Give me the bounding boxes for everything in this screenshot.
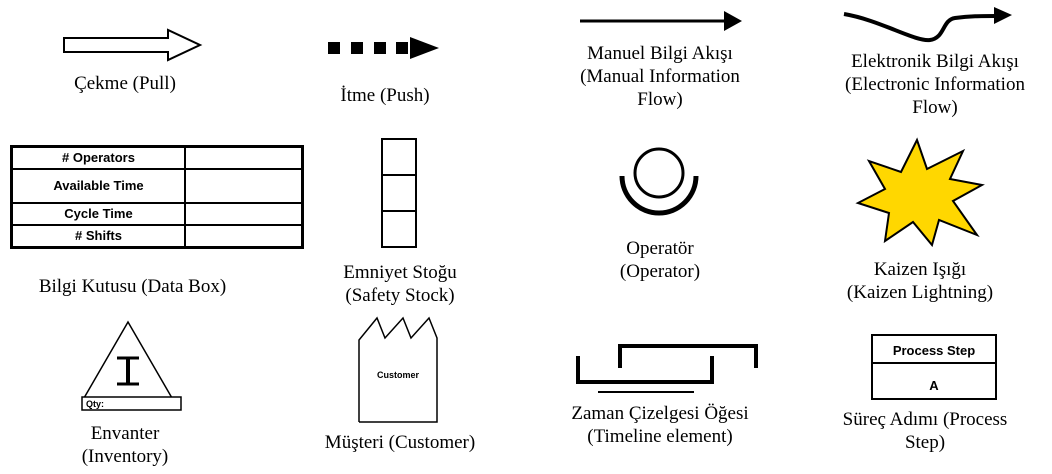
process-step-icon: Process Step A: [871, 334, 997, 400]
manual-flow-caption: Manuel Bilgi Akışı (Manual Information F…: [580, 43, 740, 110]
inventory-qty-label: Qty:: [86, 399, 104, 409]
operator-caption: Operatör (Operator): [619, 238, 701, 282]
customer-icon: Customer: [358, 316, 438, 423]
timeline-icon: [576, 344, 758, 393]
electronic-flow-arrow-icon: [843, 7, 1012, 43]
customer-label: Customer: [377, 370, 420, 380]
data-box-label: # Operators: [10, 145, 186, 170]
process-step-caption: Süreç Adımı (Process Step): [842, 409, 1008, 453]
data-box-label: # Shifts: [10, 224, 186, 249]
pull-arrow-icon: [63, 28, 203, 62]
customer-caption: Müşteri (Customer): [324, 432, 476, 453]
inventory-icon: Qty:: [81, 320, 182, 411]
manual-flow-arrow-icon: [580, 11, 742, 31]
kaizen-burst-icon: [855, 137, 985, 247]
data-box-value: [184, 168, 304, 204]
process-step-letter: A: [929, 378, 939, 393]
safety-stock-caption: Emniyet Stoğu (Safety Stock): [343, 262, 457, 306]
data-box-value: [184, 145, 304, 170]
inventory-caption: Envanter (Inventory): [81, 423, 169, 467]
data-box-value: [184, 224, 304, 249]
operator-icon: [619, 147, 699, 216]
pull-caption: Çekme (Pull): [74, 73, 176, 94]
process-step-title: Process Step: [893, 343, 975, 358]
data-box-label: Available Time: [10, 168, 186, 204]
timeline-caption: Zaman Çizelgesi Öğesi (Timeline element): [571, 403, 749, 447]
push-caption: İtme (Push): [340, 85, 430, 106]
data-box-value: [184, 202, 304, 226]
electronic-flow-caption: Elektronik Bilgi Akışı (Electronic Infor…: [845, 51, 1025, 118]
push-arrow-icon: [328, 37, 439, 59]
data-box-caption: Bilgi Kutusu (Data Box): [38, 276, 227, 297]
kaizen-caption: Kaizen Işığı (Kaizen Lightning): [846, 259, 994, 303]
data-box-row: Available Time: [10, 168, 304, 204]
safety-stock-icon: [381, 138, 417, 248]
data-box-row: # Shifts: [10, 224, 304, 249]
data-box-row: # Operators: [10, 145, 304, 170]
data-box-table: # Operators Available Time Cycle Time # …: [10, 145, 304, 249]
data-box-label: Cycle Time: [10, 202, 186, 226]
data-box-row: Cycle Time: [10, 202, 304, 226]
